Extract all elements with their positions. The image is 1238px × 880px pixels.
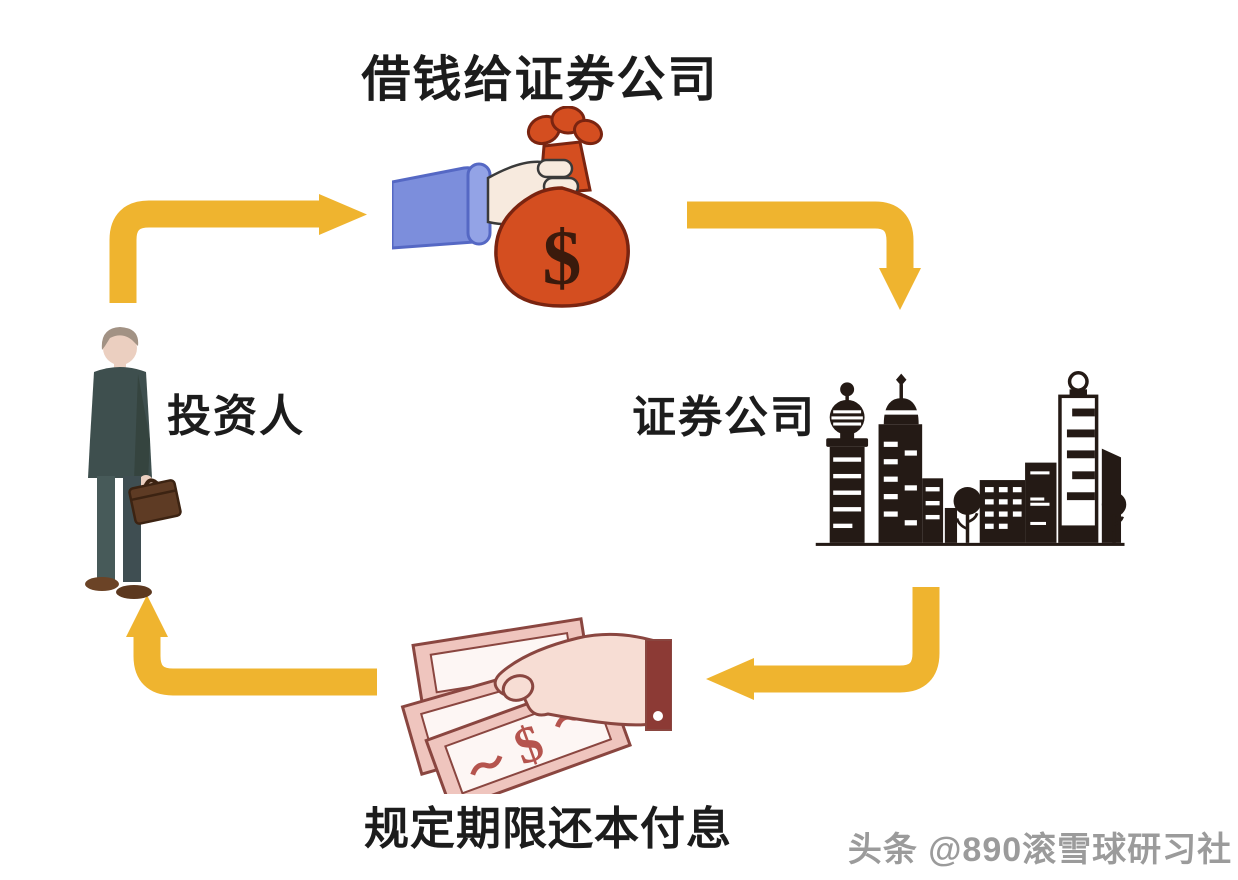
city-skyline-icon [815, 371, 1127, 546]
title-lend-money: 借钱给证券公司 [361, 53, 719, 107]
dollar-sign-on-bag: $ [543, 214, 582, 301]
label-investor: 投资人 [167, 392, 305, 441]
arrow-bottom-right [698, 585, 950, 703]
arrow-right-icon [109, 194, 367, 303]
arrow-top-right [685, 196, 923, 312]
arrow-down-icon [687, 201, 921, 310]
investor-icon [85, 327, 182, 599]
cash-hand-illustration: $ [396, 598, 672, 794]
cash-hand-icon: $ [400, 617, 672, 794]
arrow-bottom-left [105, 593, 379, 703]
watermark-toutiao: 头条 @890滚雪球研习社 [847, 831, 1233, 869]
money-bag-illustration: $ [392, 106, 640, 314]
investor-illustration [60, 320, 182, 608]
money-bag-icon: $ [392, 106, 630, 308]
city-skyline-illustration [814, 366, 1128, 554]
arrow-left-icon [706, 587, 940, 700]
arrow-up-icon [126, 595, 377, 696]
arrow-top-left [105, 193, 375, 305]
label-repayment: 规定期限还本付息 [363, 803, 733, 854]
label-securities-company: 证券公司 [632, 393, 816, 442]
